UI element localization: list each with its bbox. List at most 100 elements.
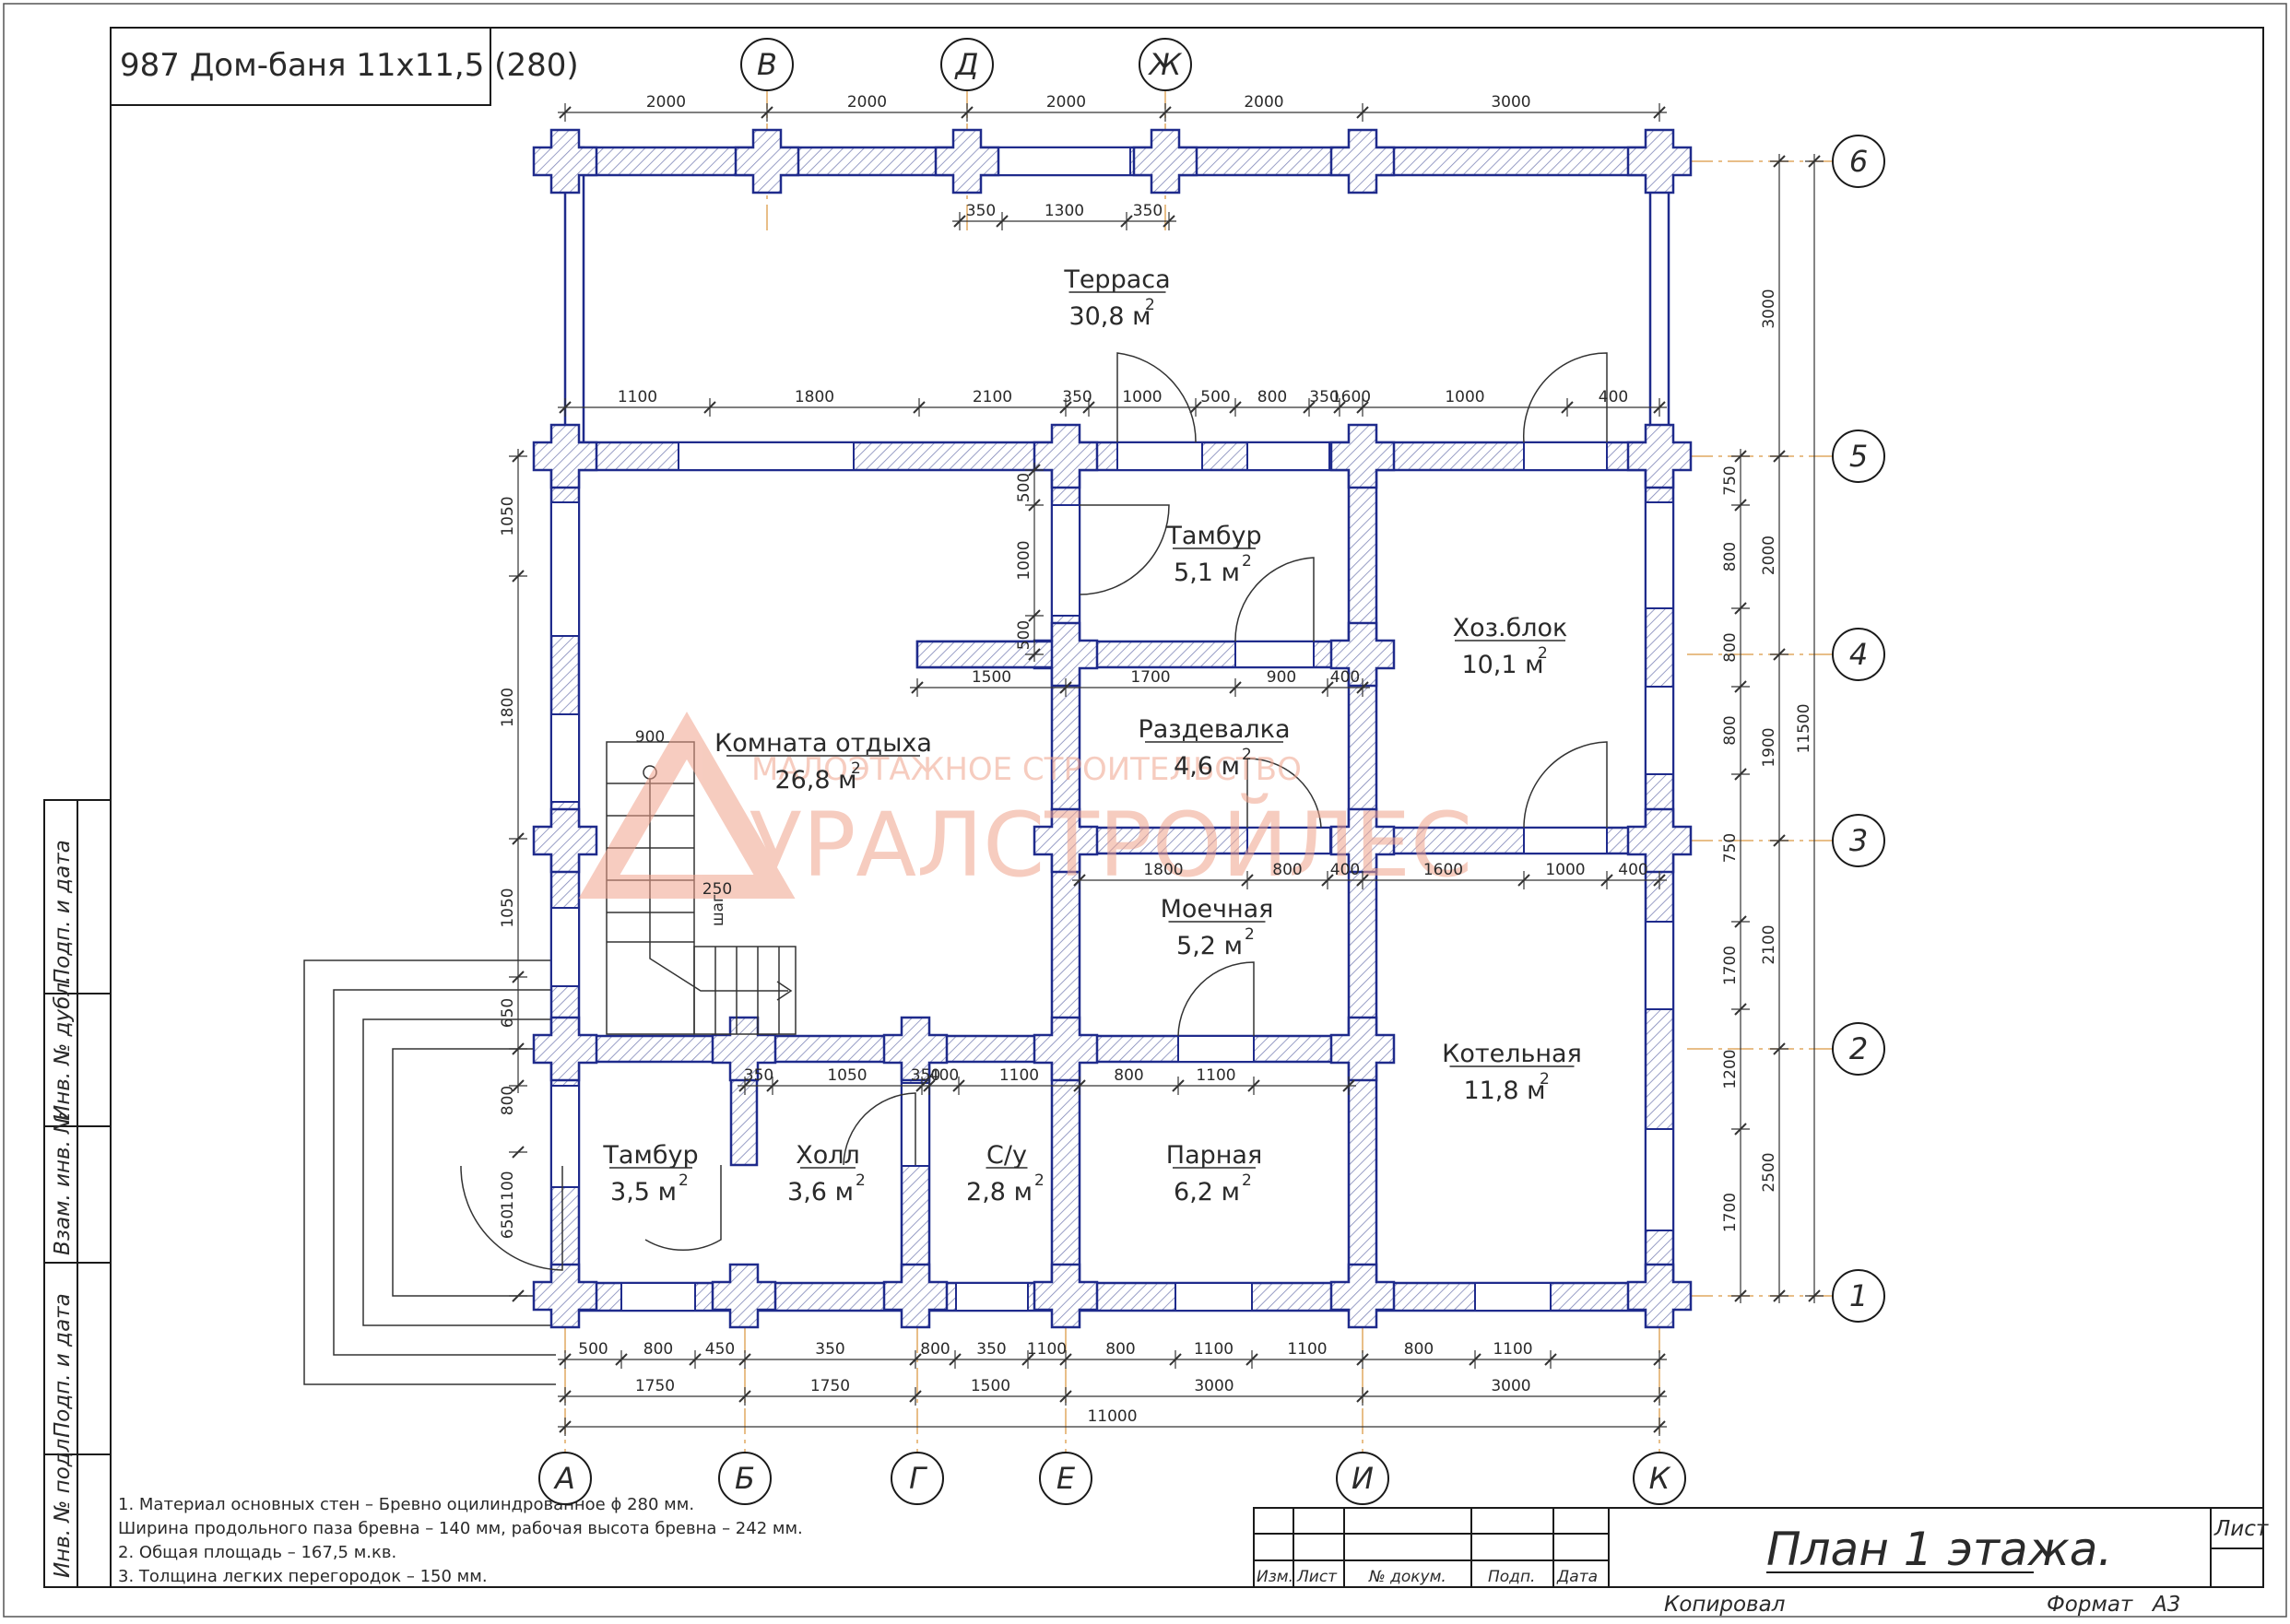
axis-label: И: [1352, 1461, 1374, 1496]
log-cross: [532, 128, 598, 194]
dim-label: 350: [744, 1066, 773, 1085]
room-area: 4,6 м: [1174, 752, 1240, 781]
dim-label: 1100: [1194, 1340, 1234, 1359]
dim-label: 3000: [1760, 288, 1778, 328]
dim-label: 500: [1015, 620, 1033, 650]
axis-label: 3: [1849, 823, 1868, 858]
side-label-vzam-inv: Взам. инв. №: [51, 1112, 75, 1255]
dim-label: 2100: [973, 388, 1012, 406]
dim-label: 350: [911, 1066, 940, 1085]
title-box: 987 Дом-баня 11х11,5 (280): [110, 27, 579, 106]
log-cross: [1033, 1016, 1099, 1082]
side-label-podp-data-2: Подп. и дата: [51, 840, 75, 984]
dim-label: 1300: [1045, 202, 1084, 220]
axis-bubble: [1832, 628, 1885, 681]
area-sup: 2: [1242, 552, 1252, 571]
axis-label: Ж: [1148, 47, 1183, 82]
door-hall-su: [843, 1092, 916, 1166]
dim-label: 800: [920, 1340, 950, 1359]
room-name: Комната отдыха: [714, 729, 932, 758]
tb-col-podp: Подп.: [1488, 1568, 1535, 1586]
axis-bubble: [1139, 38, 1192, 91]
room-area: 30,8 м: [1068, 302, 1151, 331]
dim-label: 1000: [1015, 540, 1033, 580]
tb-col-list: Лист: [1296, 1568, 1338, 1586]
dim-label: 1200: [1721, 1049, 1740, 1089]
dim-label: 650: [499, 998, 517, 1028]
axis-bubble: [1832, 814, 1885, 867]
door-terrace-hozblok: [1522, 352, 1608, 443]
room-area: 10,1 м: [1461, 651, 1543, 679]
dim-label: 350: [1062, 388, 1092, 406]
dim-label: 400: [1330, 668, 1360, 687]
watermark-tagline: МАЛОЭТАЖНОЕ СТРОИТЕЛЬСТВО: [751, 751, 1302, 788]
axis-label: Д: [954, 47, 979, 82]
dim-label: 2000: [646, 93, 686, 112]
log-cross: [1626, 128, 1693, 194]
tb-format-value: А3: [2151, 1593, 2180, 1617]
tb-format: Формат: [2047, 1593, 2133, 1617]
room-area: 26,8 м: [774, 766, 856, 794]
area-sup: 2: [1242, 746, 1252, 764]
log-cross: [711, 1016, 777, 1082]
dim-label: 350: [976, 1340, 1006, 1359]
dim-label: 1900: [1760, 727, 1778, 767]
room-name: Хоз.блок: [1453, 614, 1568, 642]
dim-label: 500: [1200, 388, 1230, 406]
log-cross: [532, 423, 598, 489]
tb-sheet: Лист: [2213, 1517, 2269, 1541]
door-tambur-razdevalka: [1234, 557, 1315, 642]
room-name: Холл: [796, 1141, 860, 1170]
dim-label: 350: [815, 1340, 844, 1359]
axis-bubble: [1832, 1022, 1885, 1076]
room-area: 6,2 м: [1174, 1178, 1240, 1206]
drawing-title: 987 Дом-баня 11х11,5 (280): [120, 47, 579, 84]
axis-label: 5: [1849, 439, 1868, 474]
axis-label: 4: [1849, 637, 1868, 672]
dim-label: 1000: [1545, 861, 1585, 879]
title-block: [1253, 1507, 2264, 1588]
dim-label: 1100: [499, 1171, 517, 1210]
dim-label: 1800: [1143, 861, 1183, 879]
room-name: Моечная: [1161, 895, 1274, 924]
dim-label: 800: [1721, 632, 1740, 662]
dimension-lines: [509, 103, 1824, 1436]
tb-copied: Копировал: [1664, 1593, 1786, 1617]
dim-label: 11500: [1795, 703, 1813, 753]
dim-label: 900: [1267, 668, 1296, 687]
log-cross: [532, 1263, 598, 1329]
dim-label: 800: [1105, 1340, 1135, 1359]
dim-label: 1100: [999, 1066, 1039, 1085]
room-area: 2,8 м: [966, 1178, 1033, 1206]
axis-bubble: [1832, 135, 1885, 188]
log-cross: [1132, 128, 1198, 194]
log-cross: [1033, 423, 1099, 489]
tb-col-data: Дата: [1556, 1568, 1598, 1586]
dim-label: 2100: [1760, 924, 1778, 964]
area-sup: 2: [679, 1171, 689, 1190]
room-area: 5,2 м: [1176, 932, 1243, 960]
log-cross: [934, 128, 1000, 194]
dim-label: 500: [1015, 473, 1033, 502]
room-area: 3,6 м: [787, 1178, 854, 1206]
dim-label: 750: [1721, 465, 1740, 495]
axis-label: 6: [1849, 144, 1868, 179]
area-sup: 2: [1538, 644, 1548, 663]
dim-label: 1000: [1122, 388, 1162, 406]
axis-bubble: [718, 1452, 772, 1505]
dim-label: 1050: [499, 888, 517, 927]
room-name: Тамбур: [1165, 522, 1261, 550]
dim-label: 2000: [1244, 93, 1283, 112]
dim-label: 1500: [971, 1377, 1010, 1395]
dim-label: 1700: [1721, 1193, 1740, 1232]
dim-label: 1100: [1287, 1340, 1327, 1359]
axis-label: 1: [1849, 1278, 1868, 1313]
axis-label: Г: [909, 1461, 927, 1496]
area-sup: 2: [851, 759, 861, 778]
dim-label: 1700: [1130, 668, 1170, 687]
